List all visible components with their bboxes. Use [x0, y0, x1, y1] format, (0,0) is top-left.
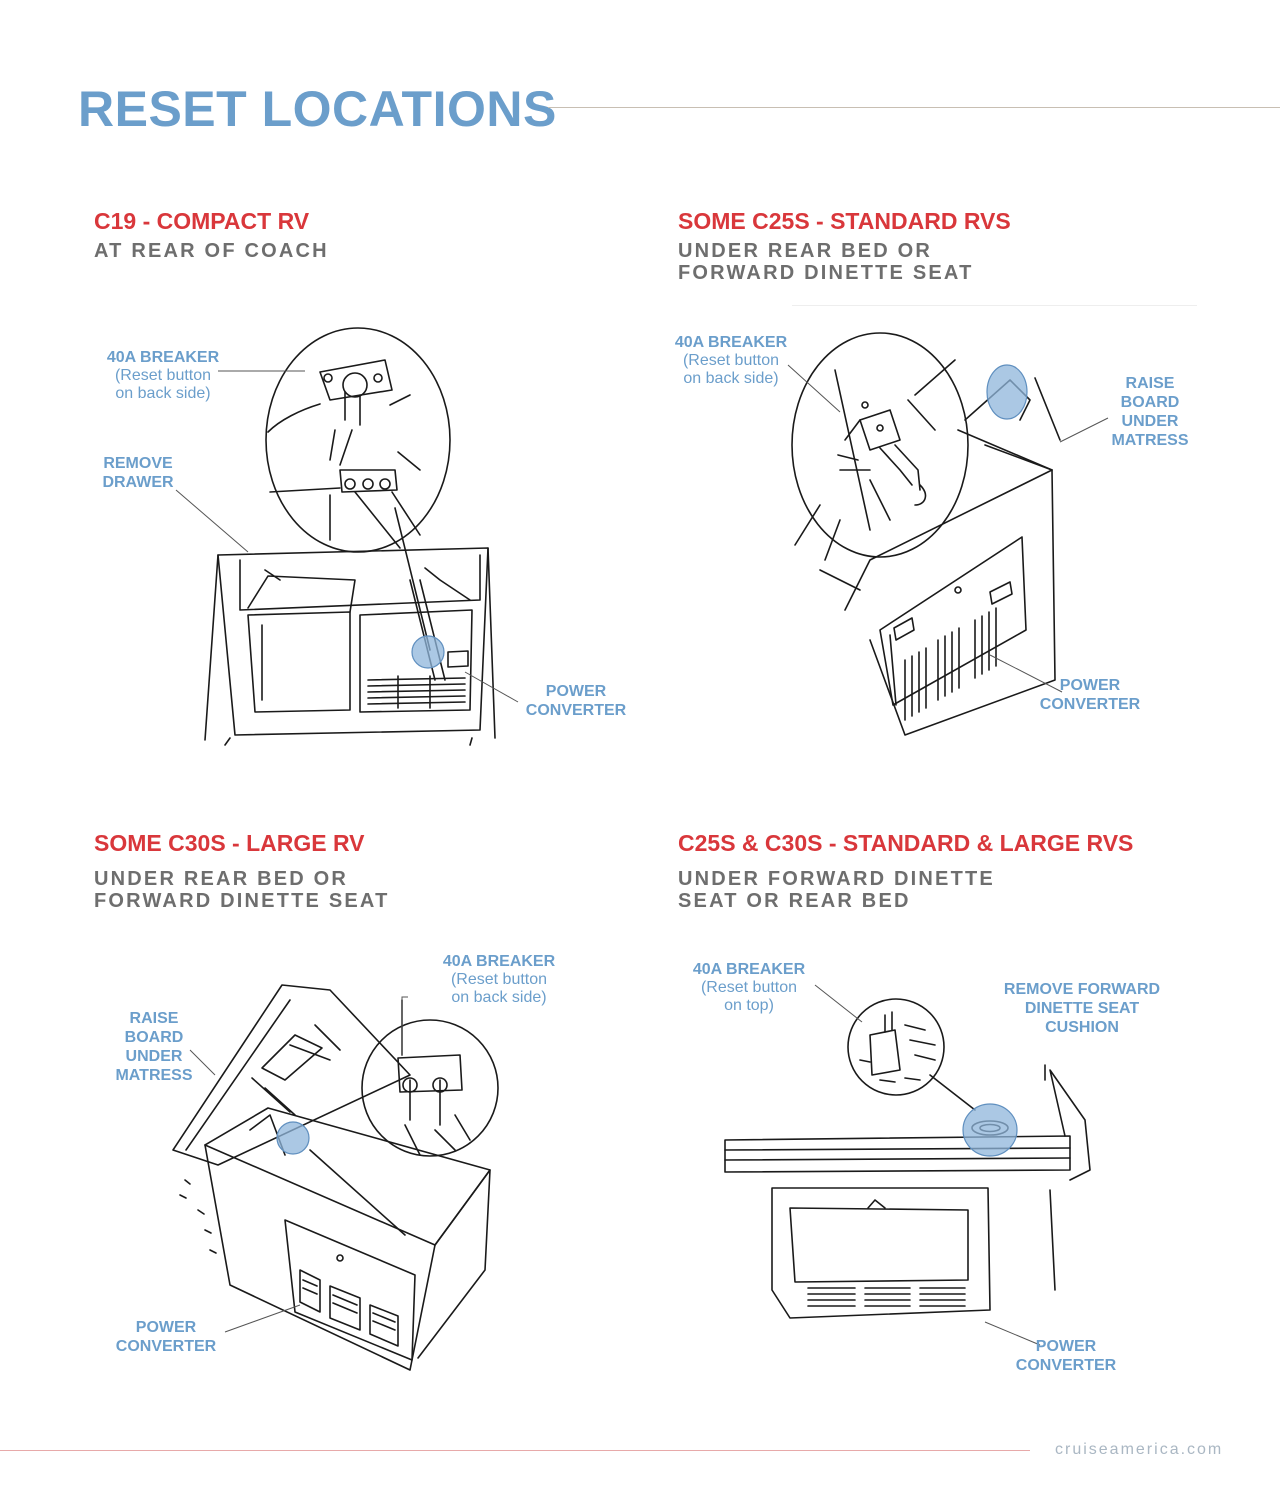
- label-line: DRAWER: [102, 474, 174, 491]
- label-line: POWER: [1035, 1338, 1097, 1355]
- label-title: 40A BREAKER: [692, 961, 806, 978]
- label-note: on back side): [683, 370, 779, 387]
- label-line: CONVERTER: [1015, 1357, 1117, 1374]
- c19-illustration: [204, 327, 496, 746]
- subtitle-line: UNDER REAR BED OR: [94, 868, 349, 890]
- label-note: (Reset button: [114, 367, 212, 384]
- label-line: POWER: [545, 683, 607, 700]
- c25-illustration: [791, 332, 1061, 736]
- c25-c30-reset-highlight: [962, 1103, 1018, 1157]
- subtitle-line: UNDER FORWARD DINETTE: [678, 868, 995, 890]
- leader-c19-drawer: [175, 489, 249, 553]
- c25-c30-converter-label: POWER CONVERTER: [1010, 1337, 1122, 1375]
- leader-c25-c30-breaker: [814, 984, 863, 1023]
- subtitle-line: FORWARD DINETTE SEAT: [678, 262, 974, 284]
- label-line: CUSHION: [1045, 1019, 1119, 1036]
- label-title: 40A BREAKER: [674, 334, 788, 351]
- label-line: CONVERTER: [525, 702, 627, 719]
- page-title: RESET LOCATIONS: [78, 81, 557, 137]
- c25-c30-cushion-label: REMOVE FORWARD DINETTE SEAT CUSHION: [996, 980, 1168, 1037]
- label-line: MATRESS: [1111, 432, 1189, 449]
- title-divider: [548, 107, 1280, 108]
- footer-url: cruiseamerica.com: [1055, 1441, 1224, 1458]
- leader-c30-raise: [189, 1049, 216, 1076]
- label-line: UNDER: [1121, 413, 1179, 430]
- subtitle-line: AT REAR OF COACH: [94, 240, 329, 262]
- label-line: POWER: [1059, 677, 1121, 694]
- c19-converter-label: POWER CONVERTER: [520, 682, 632, 720]
- label-title: 40A BREAKER: [442, 953, 556, 970]
- c25-c30-illustration: [724, 998, 1091, 1319]
- subtitle-line: UNDER REAR BED OR: [678, 240, 933, 262]
- c25-c30-breaker-label: 40A BREAKER (Reset button on top): [684, 960, 814, 1015]
- label-title: 40A BREAKER: [106, 349, 220, 366]
- subtitle-line: FORWARD DINETTE SEAT: [94, 890, 390, 912]
- section-title-c30: SOME C30S - LARGE RV: [94, 830, 365, 856]
- c30-illustration: [172, 984, 499, 1371]
- label-note: (Reset button: [682, 352, 780, 369]
- label-line: CONVERTER: [1039, 696, 1141, 713]
- label-line: RAISE: [129, 1010, 179, 1027]
- label-line: DINETTE SEAT: [1024, 1000, 1140, 1017]
- label-note: (Reset button: [450, 971, 548, 988]
- label-line: UNDER: [125, 1048, 183, 1065]
- leader-c25-raise: [1059, 417, 1109, 443]
- c25-converter-label: POWER CONVERTER: [1034, 676, 1146, 714]
- faint-divider: [792, 305, 1197, 306]
- label-line: BOARD: [1120, 394, 1180, 411]
- leader-c25-converter: [989, 654, 1063, 693]
- footer-divider: [0, 1450, 1030, 1451]
- c30-breaker-highlight: [276, 1121, 310, 1155]
- label-line: BOARD: [124, 1029, 184, 1046]
- label-note: (Reset button: [700, 979, 798, 996]
- leader-c30-breaker: [401, 996, 408, 1055]
- label-line: REMOVE FORWARD: [1003, 981, 1161, 998]
- section-title-c25: SOME C25S - STANDARD RVS: [678, 208, 1011, 234]
- c25-breaker-label: 40A BREAKER (Reset button on back side): [666, 333, 796, 388]
- section-subtitle-c30: UNDER REAR BED OR FORWARD DINETTE SEAT: [94, 868, 389, 912]
- label-line: MATRESS: [115, 1067, 193, 1084]
- label-note: on top): [724, 997, 774, 1014]
- section-subtitle-c25-c30: UNDER FORWARD DINETTE SEAT OR REAR BED: [678, 868, 995, 912]
- label-line: POWER: [135, 1319, 197, 1336]
- leader-c30-converter: [224, 1304, 301, 1333]
- label-line: CONVERTER: [115, 1338, 217, 1355]
- leader-c25-breaker: [787, 364, 841, 413]
- c30-raise-label: RAISE BOARD UNDER MATRESS: [108, 1009, 200, 1085]
- label-line: RAISE: [1125, 375, 1175, 392]
- c19-drawer-label: REMOVE DRAWER: [92, 454, 184, 492]
- c30-converter-label: POWER CONVERTER: [110, 1318, 222, 1356]
- section-subtitle-c25: UNDER REAR BED OR FORWARD DINETTE SEAT: [678, 240, 973, 284]
- subtitle-line: SEAT OR REAR BED: [678, 890, 911, 912]
- c19-breaker-highlight: [411, 635, 445, 669]
- leader-c25-c30-converter: [984, 1321, 1041, 1346]
- c30-breaker-label: 40A BREAKER (Reset button on back side): [434, 952, 564, 1007]
- section-title-c25-c30: C25S & C30S - STANDARD & LARGE RVS: [678, 830, 1134, 856]
- leader-c19-converter: [464, 671, 519, 703]
- label-note: on back side): [451, 989, 547, 1006]
- section-title-c19: C19 - COMPACT RV: [94, 208, 310, 234]
- section-subtitle-c19: AT REAR OF COACH: [94, 240, 329, 262]
- c25-raise-label: RAISE BOARD UNDER MATRESS: [1104, 374, 1196, 450]
- label-note: on back side): [115, 385, 211, 402]
- c25-breaker-highlight: [986, 364, 1028, 420]
- label-line: REMOVE: [103, 455, 173, 472]
- c19-breaker-label: 40A BREAKER (Reset button on back side): [98, 348, 228, 403]
